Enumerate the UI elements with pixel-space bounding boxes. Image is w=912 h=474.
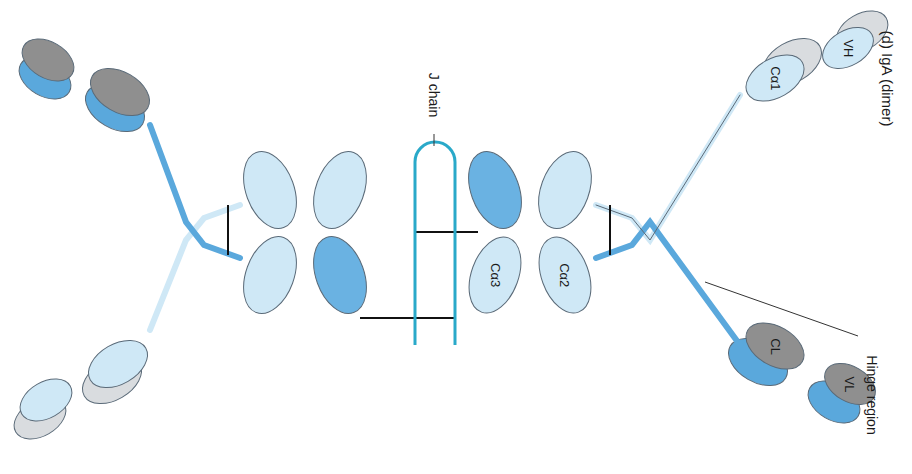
constant-heavy-domain: Cα3: [459, 229, 531, 321]
domain-label: VH: [841, 39, 856, 57]
part-label: J chain: [426, 73, 442, 117]
domain-label: Cα2: [557, 263, 572, 287]
constant-heavy-domain: Cα2: [529, 229, 601, 321]
domain-label: VL: [843, 376, 858, 392]
part-label: Hinge region: [864, 355, 880, 434]
domain-label: CL: [768, 338, 783, 355]
figure-title: (d) IgA (dimer): [879, 30, 896, 126]
domain-label: Cα3: [487, 263, 502, 287]
domain-label: Cα1: [767, 66, 782, 90]
